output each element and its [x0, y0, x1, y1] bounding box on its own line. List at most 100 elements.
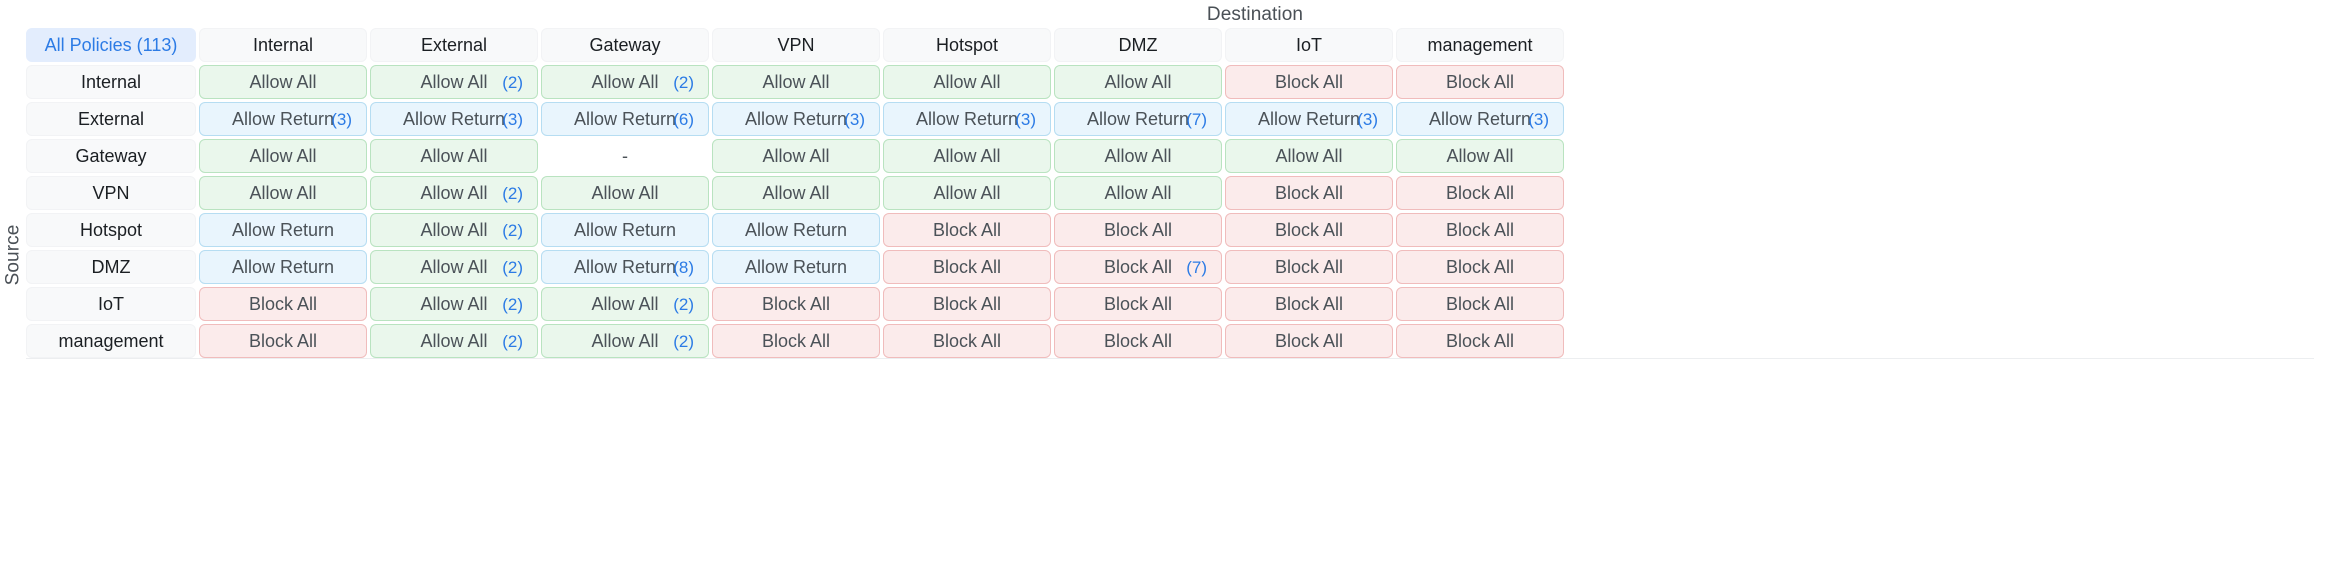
policy-cell-label: Allow All	[1104, 183, 1172, 203]
policy-cell-external-to-management[interactable]: Allow Return(3)	[1396, 102, 1564, 136]
policy-cell-iot-to-dmz[interactable]: Block All	[1054, 287, 1222, 321]
policy-cell-management-to-external[interactable]: Allow All (2)	[370, 324, 538, 358]
policy-cell-iot-to-hotspot[interactable]: Block All	[883, 287, 1051, 321]
policy-cell-vpn-to-gateway[interactable]: Allow All	[541, 176, 709, 210]
policy-cell-management-to-dmz[interactable]: Block All	[1054, 324, 1222, 358]
policy-cell-internal-to-dmz[interactable]: Allow All	[1054, 65, 1222, 99]
policy-cell-iot-to-iot[interactable]: Block All	[1225, 287, 1393, 321]
policy-cell-gateway-to-internal[interactable]: Allow All	[199, 139, 367, 173]
destination-header-hotspot[interactable]: Hotspot	[883, 28, 1051, 62]
policy-cell-vpn-to-dmz[interactable]: Allow All	[1054, 176, 1222, 210]
policy-cell-iot-to-internal[interactable]: Block All	[199, 287, 367, 321]
policy-cell-count: (3)	[502, 109, 523, 129]
policy-cell-external-to-vpn[interactable]: Allow Return(3)	[712, 102, 880, 136]
source-header-external[interactable]: External	[26, 102, 196, 136]
policy-cell-count: (2)	[502, 72, 523, 92]
policy-cell-internal-to-hotspot[interactable]: Allow All	[883, 65, 1051, 99]
policy-cell-management-to-internal[interactable]: Block All	[199, 324, 367, 358]
policy-cell-hotspot-to-iot[interactable]: Block All	[1225, 213, 1393, 247]
source-header-dmz[interactable]: DMZ	[26, 250, 196, 284]
policy-cell-dmz-to-internal[interactable]: Allow Return	[199, 250, 367, 284]
policy-cell-management-to-iot[interactable]: Block All	[1225, 324, 1393, 358]
policy-cell-gateway-to-hotspot[interactable]: Allow All	[883, 139, 1051, 173]
policy-cell-hotspot-to-vpn[interactable]: Allow Return	[712, 213, 880, 247]
policy-cell-vpn-to-internal[interactable]: Allow All	[199, 176, 367, 210]
policy-cell-dmz-to-dmz[interactable]: Block All(7)	[1054, 250, 1222, 284]
destination-header-external[interactable]: External	[370, 28, 538, 62]
source-header-hotspot[interactable]: Hotspot	[26, 213, 196, 247]
policy-cell-iot-to-gateway[interactable]: Allow All(2)	[541, 287, 709, 321]
policy-cell-dmz-to-vpn[interactable]: Allow Return	[712, 250, 880, 284]
policy-cell-external-to-gateway[interactable]: Allow Return(6)	[541, 102, 709, 136]
policy-cell-internal-to-internal[interactable]: Allow All	[199, 65, 367, 99]
policy-cell-internal-to-external[interactable]: Allow All(2)	[370, 65, 538, 99]
policy-cell-internal-to-iot[interactable]: Block All	[1225, 65, 1393, 99]
policy-cell-gateway-to-gateway[interactable]: -	[541, 139, 709, 173]
policy-cell-vpn-to-management[interactable]: Block All	[1396, 176, 1564, 210]
policy-cell-iot-to-external[interactable]: Allow All(2)	[370, 287, 538, 321]
destination-header-dmz[interactable]: DMZ	[1054, 28, 1222, 62]
destination-header-gateway[interactable]: Gateway	[541, 28, 709, 62]
policy-cell-dmz-to-gateway[interactable]: Allow Return(8)	[541, 250, 709, 284]
policy-cell-label: -	[622, 146, 628, 166]
policy-cell-hotspot-to-external[interactable]: Allow All(2)	[370, 213, 538, 247]
policy-cell-external-to-hotspot[interactable]: Allow Return(3)	[883, 102, 1051, 136]
source-header-gateway[interactable]: Gateway	[26, 139, 196, 173]
policy-cell-dmz-to-management[interactable]: Block All	[1396, 250, 1564, 284]
policy-cell-count: (3)	[1015, 109, 1036, 129]
destination-header-internal[interactable]: Internal	[199, 28, 367, 62]
policy-cell-vpn-to-external[interactable]: Allow All(2)	[370, 176, 538, 210]
policy-cell-gateway-to-vpn[interactable]: Allow All	[712, 139, 880, 173]
policy-cell-gateway-to-iot[interactable]: Allow All	[1225, 139, 1393, 173]
policy-cell-count: (3)	[1357, 109, 1378, 129]
destination-header-management[interactable]: management	[1396, 28, 1564, 62]
policy-cell-gateway-to-management[interactable]: Allow All	[1396, 139, 1564, 173]
policy-cell-dmz-to-hotspot[interactable]: Block All	[883, 250, 1051, 284]
policy-cell-count: (2)	[673, 72, 694, 92]
policy-cell-management-to-management[interactable]: Block All	[1396, 324, 1564, 358]
destination-header-vpn[interactable]: VPN	[712, 28, 880, 62]
policy-cell-iot-to-management[interactable]: Block All	[1396, 287, 1564, 321]
policy-cell-hotspot-to-gateway[interactable]: Allow Return	[541, 213, 709, 247]
policy-cell-external-to-internal[interactable]: Allow Return(3)	[199, 102, 367, 136]
policy-cell-hotspot-to-management[interactable]: Block All	[1396, 213, 1564, 247]
policy-cell-iot-to-vpn[interactable]: Block All	[712, 287, 880, 321]
policy-cell-label: Block All	[1445, 331, 1515, 351]
source-header-vpn[interactable]: VPN	[26, 176, 196, 210]
policy-cell-internal-to-vpn[interactable]: Allow All	[712, 65, 880, 99]
policy-cell-management-to-gateway[interactable]: Allow All(2)	[541, 324, 709, 358]
policy-cell-label: Allow All	[420, 331, 488, 351]
policy-cell-label: Block All	[1274, 331, 1344, 351]
source-header-iot[interactable]: IoT	[26, 287, 196, 321]
policy-cell-gateway-to-external[interactable]: Allow All	[370, 139, 538, 173]
policy-cell-label: Block All	[932, 220, 1002, 240]
policy-cell-label: Allow All	[420, 257, 488, 277]
policy-cell-label: Block All	[1274, 220, 1344, 240]
policy-cell-external-to-dmz[interactable]: Allow Return(7)	[1054, 102, 1222, 136]
policy-cell-hotspot-to-internal[interactable]: Allow Return	[199, 213, 367, 247]
policy-cell-count: (2)	[502, 331, 523, 351]
policy-cell-hotspot-to-hotspot[interactable]: Block All	[883, 213, 1051, 247]
policy-cell-hotspot-to-dmz[interactable]: Block All	[1054, 213, 1222, 247]
policy-cell-management-to-hotspot[interactable]: Block All	[883, 324, 1051, 358]
policy-cell-management-to-vpn[interactable]: Block All	[712, 324, 880, 358]
policy-cell-label: Allow All	[249, 183, 317, 203]
policy-cell-label: Block All	[932, 294, 1002, 314]
policy-cell-vpn-to-hotspot[interactable]: Allow All	[883, 176, 1051, 210]
policy-cell-dmz-to-iot[interactable]: Block All	[1225, 250, 1393, 284]
destination-header-iot[interactable]: IoT	[1225, 28, 1393, 62]
policy-cell-label: Allow All	[420, 220, 488, 240]
policy-cell-external-to-external[interactable]: Allow Return(3)	[370, 102, 538, 136]
policy-cell-external-to-iot[interactable]: Allow Return(3)	[1225, 102, 1393, 136]
policy-cell-label: Block All	[1103, 220, 1173, 240]
policy-cell-dmz-to-external[interactable]: Allow All(2)	[370, 250, 538, 284]
policy-cell-gateway-to-dmz[interactable]: Allow All	[1054, 139, 1222, 173]
policy-cell-label: Allow Return	[1086, 109, 1190, 129]
source-header-management[interactable]: management	[26, 324, 196, 358]
all-policies-button[interactable]: All Policies (113)	[26, 28, 196, 62]
policy-cell-vpn-to-iot[interactable]: Block All	[1225, 176, 1393, 210]
policy-cell-vpn-to-vpn[interactable]: Allow All	[712, 176, 880, 210]
policy-cell-internal-to-gateway[interactable]: Allow All(2)	[541, 65, 709, 99]
policy-cell-internal-to-management[interactable]: Block All	[1396, 65, 1564, 99]
source-header-internal[interactable]: Internal	[26, 65, 196, 99]
